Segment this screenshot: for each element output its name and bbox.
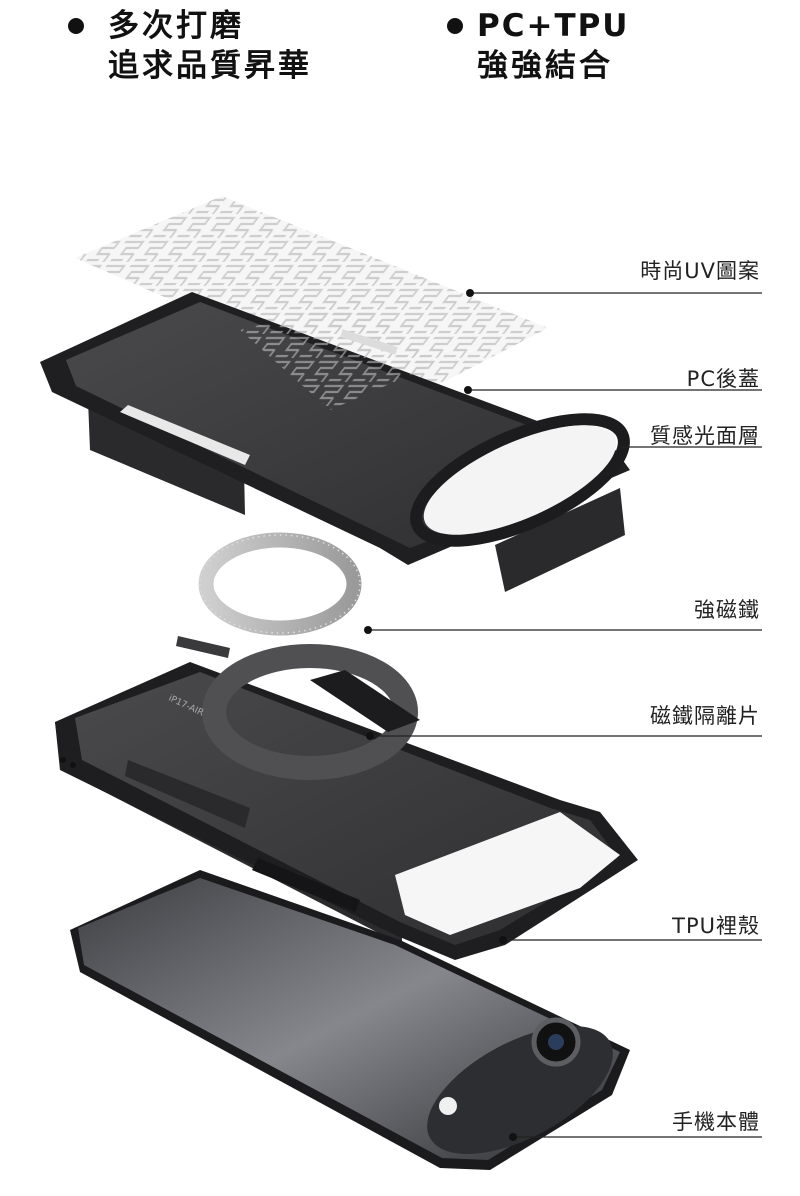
- callout-tpu-inner-shell: TPU裡殼: [672, 914, 760, 938]
- magnet-ring: [198, 532, 362, 636]
- callout-phone-body: 手機本體: [672, 1110, 760, 1134]
- bullet-dot-icon: [447, 18, 463, 34]
- feature-title-line2: 強強結合: [477, 48, 613, 84]
- callout-uv-pattern: 時尚UV圖案: [640, 259, 760, 283]
- callout-anchor-dots: [364, 289, 517, 1141]
- callout-glossy-layer: 質感光面層: [650, 424, 760, 448]
- feature-pc-tpu: PC+TPU 強強結合: [447, 6, 629, 86]
- feature-title-line1: PC+TPU: [477, 8, 630, 44]
- callout-leaders: [368, 292, 762, 1138]
- feature-multi-polish: 多次打磨 追求品質昇華: [68, 6, 312, 86]
- feature-title-line1: 多次打磨: [108, 8, 244, 44]
- callout-pc-back-cover: PC後蓋: [686, 367, 760, 391]
- bullet-dot-icon: [68, 18, 84, 34]
- uv-pattern-layer: [75, 196, 548, 402]
- callout-magnet-isolator: 磁鐵隔離片: [650, 704, 760, 728]
- feature-title-line2: 追求品質昇華: [108, 48, 312, 84]
- tpu-inner-shell: [55, 662, 638, 960]
- pc-back-cover: [40, 292, 630, 592]
- phone-body: [70, 870, 630, 1170]
- callout-strong-magnet: 強磁鐵: [694, 598, 760, 622]
